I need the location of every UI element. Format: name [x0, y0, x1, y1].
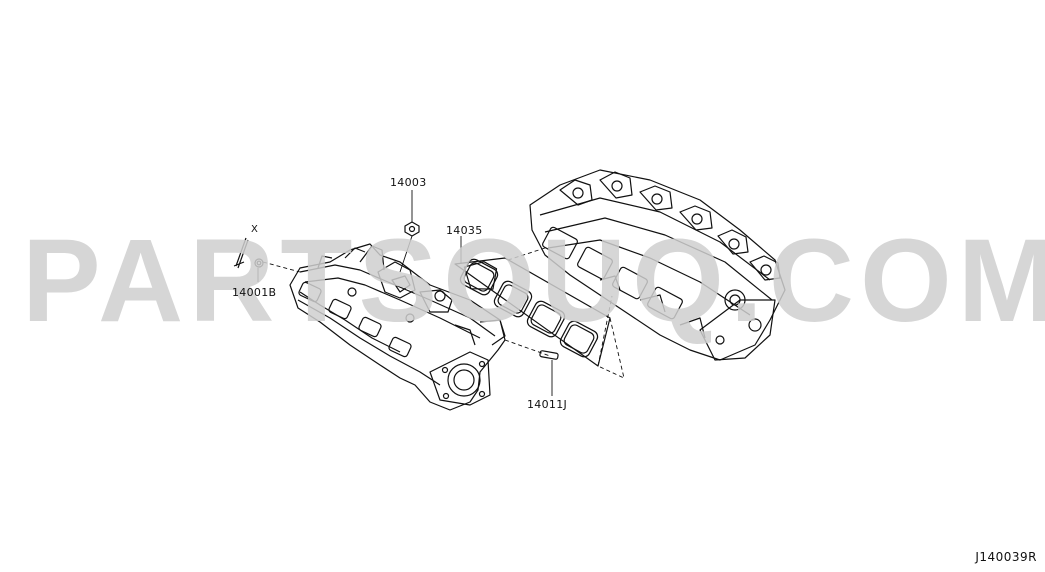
intake-manifold[interactable] [289, 243, 506, 411]
diagram-code: J140039R [975, 550, 1037, 564]
cylinder-head[interactable] [529, 169, 786, 361]
watermark: PARTSOUQ.COM [22, 215, 1045, 347]
washer-14001b[interactable] [254, 258, 264, 268]
marker-x: X [251, 224, 258, 235]
callout-14003[interactable]: 14003 [390, 176, 427, 189]
callout-14001b[interactable]: 14001B [232, 286, 277, 299]
callout-14011j[interactable]: 14011J [527, 398, 568, 411]
bolt-x[interactable] [233, 237, 249, 269]
manifold-gasket[interactable] [454, 257, 611, 367]
callout-14035[interactable]: 14035 [446, 224, 483, 237]
pin-14011j[interactable] [539, 350, 559, 360]
leader-lines [257, 190, 625, 396]
